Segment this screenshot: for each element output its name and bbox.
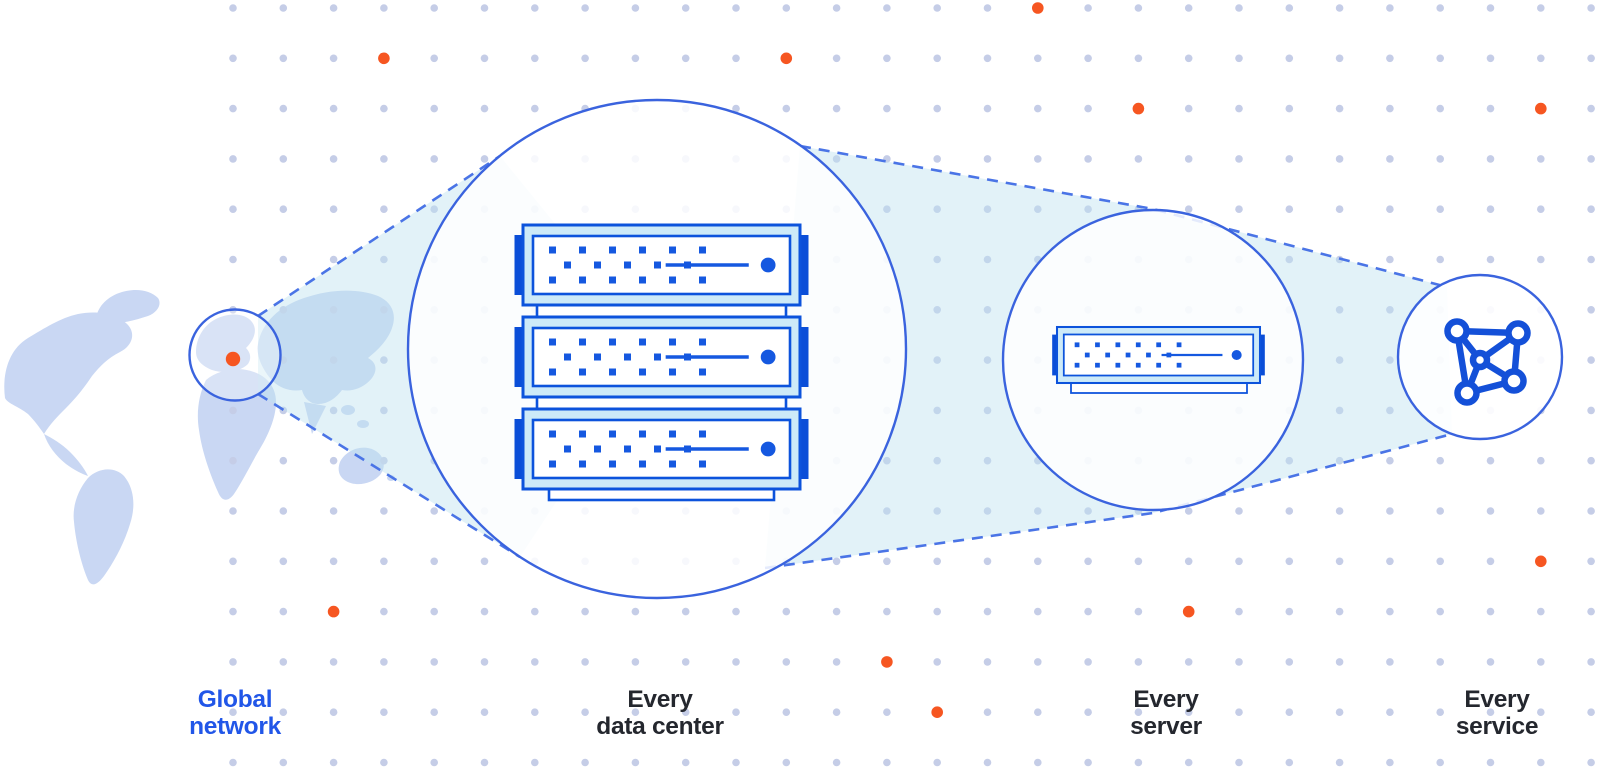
world-map xyxy=(4,290,395,585)
server-unit-icon xyxy=(1052,325,1265,394)
label-every-server: Every server xyxy=(1006,686,1326,740)
label-line-2: server xyxy=(1130,713,1202,740)
label-line-1: Every xyxy=(627,686,693,713)
server-rack-icon xyxy=(514,223,809,502)
continent-africa xyxy=(197,369,276,500)
label-line-2: data center xyxy=(596,713,724,740)
continent-india xyxy=(304,402,326,434)
continent-central-america xyxy=(44,434,88,476)
continent-australia xyxy=(338,447,384,485)
continent-north-america xyxy=(4,312,133,434)
label-global-network: Global network xyxy=(75,686,395,740)
label-every-data-center: Every data center xyxy=(500,686,820,740)
continent-asia xyxy=(257,290,394,404)
dashed-edge-bottom-right xyxy=(764,432,1453,570)
location-dot xyxy=(225,351,241,367)
dashed-edge-bottom-left xyxy=(257,392,521,559)
network-mesh-icon xyxy=(1444,318,1531,406)
continent-south-america xyxy=(73,469,134,585)
label-every-service: Every service xyxy=(1337,686,1620,740)
island-sea-1 xyxy=(341,405,355,415)
label-line-2: service xyxy=(1455,713,1539,740)
label-line-2: network xyxy=(189,713,281,740)
label-line-1: Every xyxy=(1133,686,1199,713)
island-sea-2 xyxy=(357,420,369,428)
dashed-edge-top-left xyxy=(257,154,501,318)
continent-europe xyxy=(196,314,255,372)
label-line-1: Every xyxy=(1464,686,1530,713)
dashed-edge-top-right xyxy=(799,144,1448,289)
label-line-1: Global xyxy=(197,686,273,713)
